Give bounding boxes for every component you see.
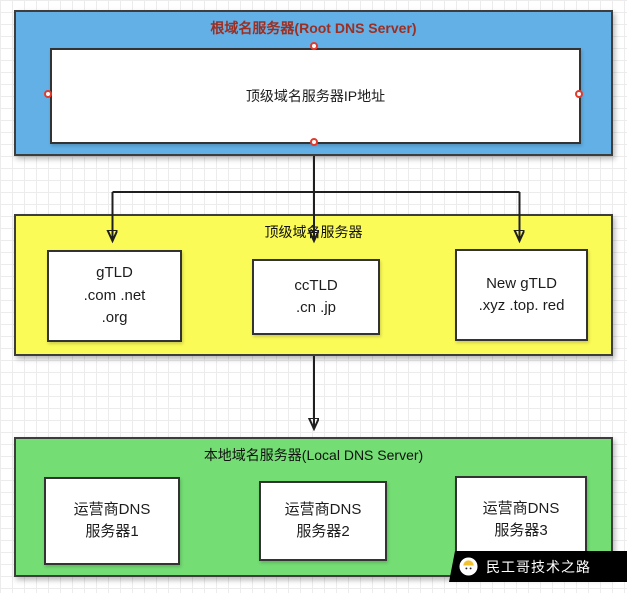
- new-gtld-node[interactable]: New gTLD .xyz .top. red: [455, 249, 588, 341]
- connection-handle-left[interactable]: [44, 90, 52, 98]
- isp2-line-2: 服务器2: [296, 523, 350, 540]
- isp2-line-1: 运营商DNS: [284, 500, 362, 518]
- new-gtld-line-2: .xyz .top. red: [478, 297, 565, 314]
- root-ip-node[interactable]: 顶级域名服务器IP地址: [50, 48, 581, 144]
- isp3-line-2: 服务器3: [494, 522, 548, 539]
- watermark-badge: 民工哥技术之路: [449, 551, 627, 582]
- root-ip-label: 顶级域名服务器IP地址: [245, 87, 386, 104]
- cctld-line-1: ccTLD: [294, 276, 338, 294]
- gtld-line-1: gTLD: [96, 264, 133, 282]
- local-dns-section[interactable]: 本地域名服务器(Local DNS Server) 运营商DNS 服务器1 运营…: [14, 437, 613, 577]
- watermark-logo-icon: [459, 557, 478, 576]
- root-section-title: 根域名服务器(Root DNS Server): [210, 20, 417, 36]
- connection-handle-bottom[interactable]: [310, 138, 318, 146]
- local-section-title: 本地域名服务器(Local DNS Server): [203, 447, 424, 463]
- connection-handle-top[interactable]: [310, 42, 318, 50]
- new-gtld-line-1: New gTLD: [486, 274, 557, 292]
- isp1-line-2: 服务器1: [85, 523, 139, 540]
- isp3-line-1: 运营商DNS: [482, 499, 560, 517]
- gtld-node[interactable]: gTLD .com .net .org: [47, 250, 182, 342]
- isp-dns-node-1[interactable]: 运营商DNS 服务器1: [44, 477, 180, 565]
- cctld-line-2: .cn .jp: [295, 299, 337, 316]
- isp-dns-node-3[interactable]: 运营商DNS 服务器3: [455, 476, 587, 564]
- cctld-node[interactable]: ccTLD .cn .jp: [252, 259, 380, 335]
- root-dns-section[interactable]: 根域名服务器(Root DNS Server) 顶级域名服务器IP地址: [14, 10, 613, 156]
- gtld-line-3: .org: [101, 309, 128, 327]
- tld-section[interactable]: 顶级域名服务器 gTLD .com .net .org ccTLD .cn .j…: [14, 214, 613, 356]
- connection-handle-right[interactable]: [575, 90, 583, 98]
- watermark-text: 民工哥技术之路: [486, 558, 591, 575]
- gtld-line-2: .com .net: [83, 286, 146, 304]
- isp1-line-1: 运营商DNS: [73, 500, 151, 518]
- isp-dns-node-2[interactable]: 运营商DNS 服务器2: [259, 481, 387, 561]
- tld-section-title: 顶级域名服务器: [264, 224, 363, 240]
